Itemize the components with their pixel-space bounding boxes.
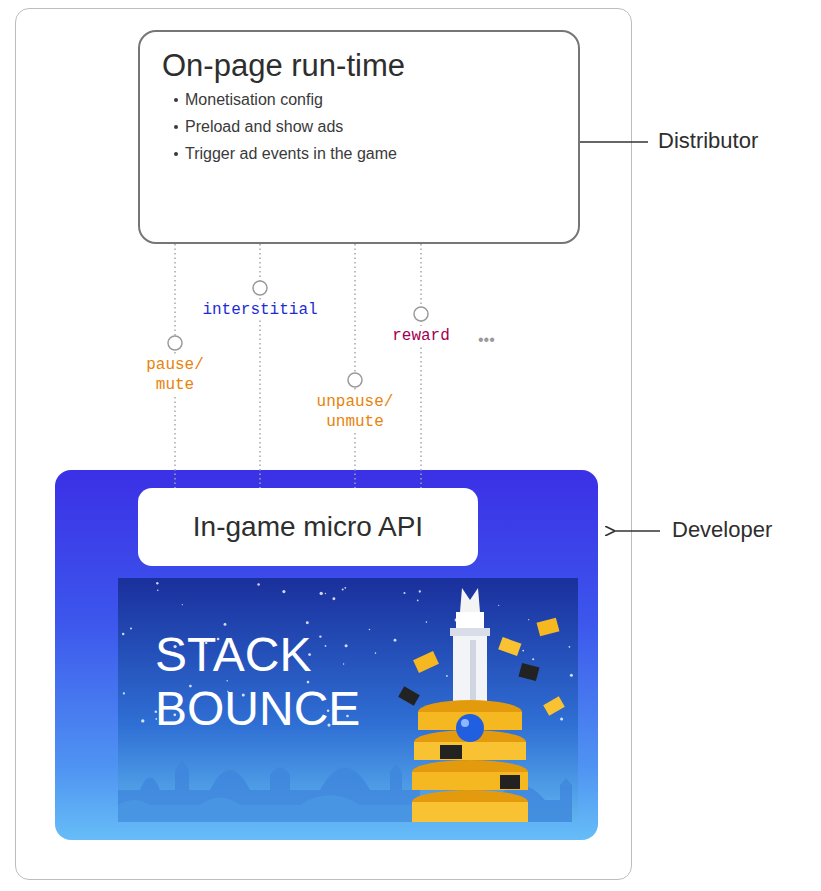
dotted-line	[354, 244, 356, 488]
event-dot	[414, 307, 428, 321]
star	[532, 658, 534, 660]
bullet-text: Trigger ad events in the game	[185, 140, 397, 167]
box-content: In-game micro API	[193, 511, 423, 543]
star	[345, 644, 348, 647]
star	[325, 645, 327, 647]
star	[403, 592, 405, 594]
api-box: In-game micro API	[138, 488, 478, 566]
star	[369, 629, 371, 631]
star	[446, 675, 448, 677]
bullet-text: Preload and show ads	[185, 113, 343, 140]
star	[522, 650, 524, 652]
star	[282, 590, 285, 593]
bullet-row: Monetisation config	[174, 86, 405, 113]
star	[306, 621, 309, 624]
star	[141, 719, 144, 722]
role-label: Developer	[672, 517, 772, 543]
event-dot	[348, 373, 362, 387]
star	[332, 597, 335, 600]
signal-line	[414, 244, 428, 488]
star	[182, 604, 183, 605]
star	[419, 590, 421, 592]
dotted-line	[420, 244, 422, 488]
star	[417, 600, 419, 602]
star	[342, 589, 344, 591]
bullet-dot	[174, 125, 178, 129]
bullet-dot	[174, 98, 178, 102]
event-label: interstitial	[200, 300, 319, 320]
game-title: STACK BOUNCE	[155, 628, 375, 736]
star	[224, 623, 227, 626]
bullet-text: Monetisation config	[185, 86, 323, 113]
signal-line	[253, 244, 267, 488]
star	[375, 652, 377, 654]
box-title: On-page run-time	[162, 46, 405, 86]
star	[257, 583, 260, 586]
event-label: pause/ mute	[141, 355, 208, 395]
star	[156, 582, 158, 584]
star	[157, 590, 159, 592]
event-dot	[253, 281, 267, 295]
event-label: reward	[390, 326, 452, 346]
star	[570, 674, 573, 677]
star	[560, 717, 563, 720]
star	[320, 592, 323, 595]
signal-line	[348, 244, 362, 488]
event-label: unpause/ unmute	[312, 392, 399, 432]
bullet-dot	[174, 152, 178, 156]
star	[343, 663, 344, 664]
event-dot	[168, 336, 182, 350]
star	[325, 593, 326, 594]
star	[130, 628, 132, 630]
star	[394, 639, 397, 642]
box-title: In-game micro API	[193, 511, 423, 543]
star	[569, 646, 571, 648]
developer-pointer	[614, 530, 660, 532]
star	[122, 633, 124, 635]
star	[528, 619, 529, 620]
bullet-row: Trigger ad events in the game	[174, 140, 405, 167]
bullet-row: Preload and show ads	[174, 113, 405, 140]
star	[344, 587, 346, 589]
ellipsis: •••	[478, 331, 495, 349]
role-label: Distributor	[658, 128, 758, 154]
star	[123, 692, 125, 694]
star	[426, 621, 428, 623]
star	[319, 635, 321, 637]
runtime-box: On-page run-timeMonetisation configPrelo…	[138, 30, 580, 244]
star	[498, 605, 499, 606]
box-content: On-page run-timeMonetisation configPrelo…	[162, 46, 405, 167]
